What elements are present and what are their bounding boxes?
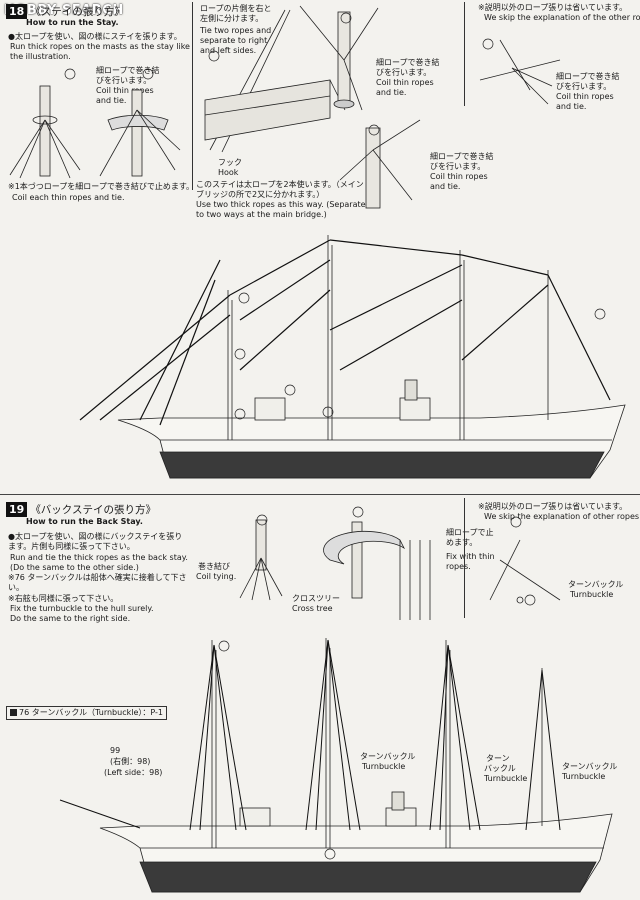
step19-number: 19: [6, 502, 28, 517]
step18-skip-en: We skip the explanation of the other rop…: [484, 13, 640, 22]
watermark: HOBBY SEARCH: [4, 3, 124, 18]
step19-coil-en: Coil tying.: [196, 572, 237, 581]
ship-step18: [79, 235, 626, 479]
step19-turn-jp: ターンバックル: [568, 580, 624, 589]
step18-title-jp: 《ステイの張り方》: [30, 6, 125, 18]
step-divider: [0, 494, 640, 495]
step19-note-en1: Fix the turnbuckle to the hull surely.: [10, 604, 154, 613]
right-side-label: (右側：98): [110, 757, 151, 766]
step18-coil4-jp: 細ロープで巻き結びを行います。: [556, 72, 620, 91]
ship-step19: [59, 638, 613, 893]
step19-turn-en: Turnbuckle: [570, 590, 614, 599]
step18-hook-jp: フック: [218, 158, 242, 167]
step18-stay-jp: このステイは太ロープを2本使います。（メインブリッジの所で2又に分かれます。）: [196, 180, 364, 199]
yard-detail: [479, 39, 561, 105]
step18-coil2-jp: 細ロープで巻き結びを行います。: [376, 58, 440, 77]
turnbuckle2-en: Turnbuckle: [484, 774, 528, 783]
left-side-label: (Left side：98): [104, 768, 163, 777]
step18-instr-en: Run thick ropes on the masts as the stay…: [10, 42, 190, 61]
step18-coil4-en: Coil thin ropes and tie.: [556, 92, 614, 111]
step18-note-en: Coil each thin ropes and tie.: [12, 193, 125, 202]
step19-note-jp: ※76 ターンバックルは船体へ確実に接着して下さい。: [8, 573, 187, 592]
mast-detail-2: [299, 5, 379, 111]
step19-skip-en: We skip the explanation of other ropes.: [484, 512, 640, 521]
turnbuckle2-jp3: バックル: [484, 764, 516, 773]
turnbuckle1-en: Turnbuckle: [362, 762, 406, 771]
mast-detail-1: [9, 85, 181, 179]
step18-coil-en: Coil thin ropes and tie.: [96, 86, 154, 105]
step19-cross-jp: クロスツリー: [292, 594, 340, 603]
step18-coil3-en: Coil thin ropes and tie.: [430, 172, 488, 191]
step18-instr-jp: ●太ロープを使い、図の様にステイを張ります。: [8, 32, 182, 41]
step18-coil2-en: Coil thin ropes and tie.: [376, 78, 434, 97]
step19-fix-en: Fix with thin ropes.: [446, 552, 495, 571]
step18-skip-jp: ※説明以外のロープ張りは省いています。: [478, 3, 628, 12]
cross-tree-detail: [323, 521, 431, 620]
step19-skip-jp: ※説明以外のロープ張りは省いています。: [478, 502, 628, 511]
step19-title-en: How to run the Back Stay.: [26, 517, 143, 526]
step18-panel-divider-1: [192, 2, 193, 190]
step18-stay-en: Use two thick ropes as this way. (Separa…: [196, 200, 366, 219]
step19-instr-jp: ●太ロープを使い、図の様にバックステイを張ります。片側も同様に張って下さい。: [8, 532, 183, 551]
step19-coil-jp: 巻き結び: [198, 562, 230, 571]
step19-instr-en2: (Do the same to the other side.): [10, 563, 139, 572]
turnbuckle3-jp: ターンバックル: [562, 762, 618, 771]
step19-fix-jp: 細ロープで止めます。: [446, 528, 494, 547]
step19-panel-divider: [464, 498, 465, 618]
step19-header: 19 《バックステイの張り方》: [6, 502, 156, 517]
part99-label: 99: [110, 746, 121, 755]
turnbuckle-detail: [489, 539, 561, 604]
coil-detail-19: [239, 519, 283, 601]
step18-header: 18 《ステイの張り方》: [6, 4, 125, 19]
part-square-icon: [10, 709, 17, 716]
part-legend: 76 ターンバックル（Turnbuckle）：P-1: [6, 706, 167, 720]
turnbuckle1-jp: ターンバックル: [360, 752, 416, 761]
step18-panel-divider-2: [464, 2, 465, 106]
step18-hook-en: Hook: [218, 168, 239, 177]
step18-coil-jp: 細ロープで巻き結びを行います。: [96, 66, 160, 85]
turnbuckle2-jp2: ターン: [486, 754, 510, 763]
step19-instr-en1: Run and tie the thick ropes as the back …: [10, 553, 188, 562]
part-legend-label: 76 ターンバックル（Turnbuckle）：P-1: [19, 708, 163, 717]
mast-detail-3: [339, 119, 421, 209]
step18-number: 18: [6, 4, 28, 19]
step18-tie-en: Tie two ropes and separate to right and …: [200, 26, 272, 55]
marker-circles: [64, 12, 606, 860]
step18-coil3-jp: 細ロープで巻き結びを行います。: [430, 152, 494, 171]
step19-note2-jp: ※右舷も同様に張って下さい。: [8, 594, 119, 603]
step19-note-en2: Do the same to the right side.: [10, 614, 131, 623]
step18-note-jp: ※1本づつロープを細ロープで巻き結びで止めます。: [8, 182, 195, 191]
turnbuckle3-en: Turnbuckle: [562, 772, 606, 781]
step18-tie-jp: ロープの片側を右と左側に分けます。: [200, 4, 272, 23]
step19-cross-en: Cross tree: [292, 604, 333, 613]
bridge-detail: [204, 9, 346, 153]
step19-title-jp: 《バックステイの張り方》: [30, 504, 156, 516]
step18-title-en: How to run the Stay.: [26, 18, 119, 27]
